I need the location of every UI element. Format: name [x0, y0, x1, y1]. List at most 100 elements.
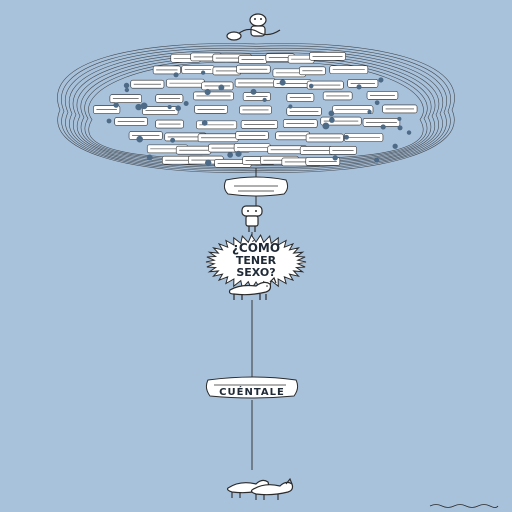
ink-blob [308, 83, 314, 89]
thought-note [306, 80, 344, 90]
thought-note [282, 119, 318, 128]
ink-blob [146, 154, 153, 161]
ink-blob [288, 104, 293, 109]
title-line-1: ¿CÓMO [232, 240, 280, 255]
thought-note [130, 79, 165, 89]
thought-note [93, 105, 121, 114]
ink-blob [204, 88, 211, 96]
ink-blob [173, 72, 179, 78]
thought-note [109, 94, 142, 104]
thought-note [155, 94, 184, 103]
ink-blob [367, 109, 372, 115]
thought-note [309, 52, 346, 61]
ink-blob [380, 124, 386, 130]
thought-note [155, 119, 184, 129]
ink-blob [329, 117, 335, 123]
thought-note [236, 64, 271, 74]
ink-blob [218, 84, 225, 91]
thought-note [234, 78, 277, 88]
thought-note [201, 81, 234, 91]
thought-note [305, 133, 344, 143]
ink-blob [328, 110, 335, 117]
ink-blob [175, 105, 181, 111]
thought-note [275, 131, 310, 141]
thought-note [347, 79, 379, 88]
sleeping-dogs-icon [226, 477, 294, 500]
thought-note [193, 91, 234, 101]
thought-note [329, 65, 369, 75]
thought-note [239, 105, 272, 115]
thought-note [114, 117, 148, 126]
cloud-exit-note [223, 176, 289, 197]
ink-blob [344, 134, 349, 140]
bottom-note: CUÉNTALE [205, 376, 299, 399]
ink-blob [170, 137, 176, 143]
thought-note [299, 66, 326, 76]
ink-blob [201, 70, 206, 75]
ink-blob [201, 120, 208, 126]
thought-note [322, 91, 353, 101]
ink-blob [135, 103, 142, 111]
title-burst: ¿CÓMO TENER SEXO? [205, 234, 307, 290]
thought-note [286, 93, 315, 102]
thought-note [181, 65, 215, 74]
cloud-outline-path [61, 45, 451, 172]
ink-blob [136, 135, 143, 143]
thought-note [273, 79, 312, 88]
thought-note [166, 78, 205, 88]
thought-note [329, 146, 357, 155]
thought-note [286, 107, 322, 116]
ink-blob [374, 100, 380, 106]
thought-note [197, 133, 239, 143]
thought-note [152, 65, 181, 75]
ink-blob [397, 125, 403, 131]
ink-blob [262, 97, 267, 102]
title-line-3: SEXO? [236, 266, 275, 279]
thought-note [332, 105, 374, 115]
ink-blob [183, 101, 189, 106]
thought-note [233, 143, 271, 152]
ink-blob [227, 152, 233, 158]
bottom-label: CUÉNTALE [219, 385, 285, 398]
ink-blob [124, 87, 130, 93]
ink-blob [140, 102, 148, 110]
ink-blob [250, 88, 257, 95]
cloud-outline-path [69, 50, 443, 168]
thought-note [235, 131, 269, 140]
thought-note [238, 55, 268, 64]
thought-note [299, 146, 334, 155]
ink-blob [279, 79, 286, 86]
thought-note [287, 54, 315, 64]
thought-note [305, 157, 341, 166]
thought-note [212, 66, 241, 76]
thought-note [344, 133, 384, 142]
thought-note [142, 106, 179, 115]
dog-icon [228, 276, 277, 300]
ink-blob [167, 105, 172, 110]
ink-blob [374, 157, 380, 163]
thought-note [382, 104, 418, 114]
ink-blob [397, 116, 402, 121]
cloud-outline-path [57, 43, 455, 173]
thought-note [128, 131, 163, 140]
cloud-outline-path [65, 47, 447, 170]
ink-blob [332, 155, 338, 161]
thought-note [194, 104, 228, 114]
thought-note [175, 145, 212, 155]
cloud-outline-path [76, 54, 436, 165]
ink-blob [392, 143, 398, 149]
ink-blob [204, 159, 212, 167]
ink-blob [356, 84, 362, 90]
ink-blob [378, 77, 384, 83]
signature-mark [429, 504, 499, 508]
ink-blob [123, 82, 130, 89]
ink-blob [113, 102, 119, 108]
ink-blob [322, 122, 330, 130]
title-line-2: TENER [236, 254, 277, 267]
character-pair-icon [226, 13, 281, 41]
thought-note [366, 91, 399, 100]
ink-blob [106, 118, 112, 124]
robot-figure-icon [241, 205, 263, 232]
